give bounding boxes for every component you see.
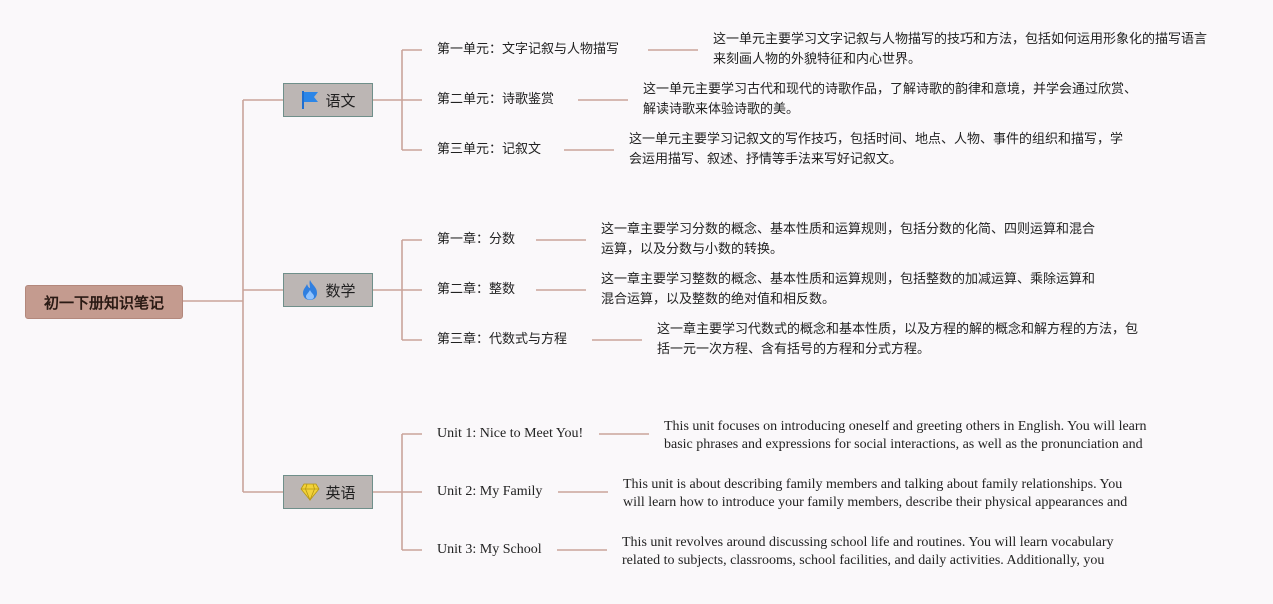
branch-yingyu[interactable]: 英语 <box>283 475 373 509</box>
flag-icon <box>300 90 320 110</box>
desc-shuxue-3: 这一章主要学习代数式的概念和基本性质，以及方程的解的概念和解方程的方法，包括一元… <box>657 322 1139 357</box>
topic-shuxue-2[interactable]: 第二章：整数 <box>437 282 516 297</box>
root-node[interactable]: 初一下册知识笔记 <box>25 285 183 319</box>
desc-yuwen-3: 这一单元主要学习记叙文的写作技巧，包括时间、地点、人物、事件的组织和描写，学会运… <box>629 132 1124 167</box>
branch-label: 英语 <box>325 483 356 502</box>
topic-yingyu-3[interactable]: Unit 3: My School <box>437 542 542 557</box>
branch-label: 语文 <box>325 91 356 110</box>
branch-yuwen[interactable]: 语文 <box>283 83 373 117</box>
topic-yuwen-1[interactable]: 第一单元：文字记叙与人物描写 <box>437 42 620 57</box>
topic-yingyu-2[interactable]: Unit 2: My Family <box>437 484 543 499</box>
branch-label: 数学 <box>325 281 356 300</box>
branch-shuxue[interactable]: 数学 <box>283 273 373 307</box>
desc-yuwen-1: 这一单元主要学习文字记叙与人物描写的技巧和方法，包括如何运用形象化的描写语言来刻… <box>713 32 1208 67</box>
desc-yuwen-2: 这一单元主要学习古代和现代的诗歌作品，了解诗歌的韵律和意境，并学会通过欣赏、解读… <box>643 82 1138 117</box>
desc-shuxue-2: 这一章主要学习整数的概念、基本性质和运算规则，包括整数的加减运算、乘除运算和混合… <box>601 272 1096 307</box>
topic-yuwen-3[interactable]: 第三单元：记叙文 <box>437 142 542 157</box>
desc-shuxue-1: 这一章主要学习分数的概念、基本性质和运算规则，包括分数的化简、四则运算和混合运算… <box>601 222 1096 257</box>
topic-yuwen-2[interactable]: 第二单元：诗歌鉴赏 <box>437 92 555 107</box>
desc-yingyu-1: This unit focuses on introducing oneself… <box>664 419 1147 452</box>
gem-icon <box>300 483 320 501</box>
topic-shuxue-3[interactable]: 第三章：代数式与方程 <box>437 332 568 347</box>
topic-shuxue-1[interactable]: 第一章：分数 <box>437 232 516 247</box>
topic-yingyu-1[interactable]: Unit 1: Nice to Meet You! <box>437 426 584 441</box>
fire-icon <box>300 279 320 301</box>
desc-yingyu-2: This unit is about describing family mem… <box>623 477 1128 510</box>
desc-yingyu-3: This unit revolves around discussing sch… <box>622 535 1114 568</box>
